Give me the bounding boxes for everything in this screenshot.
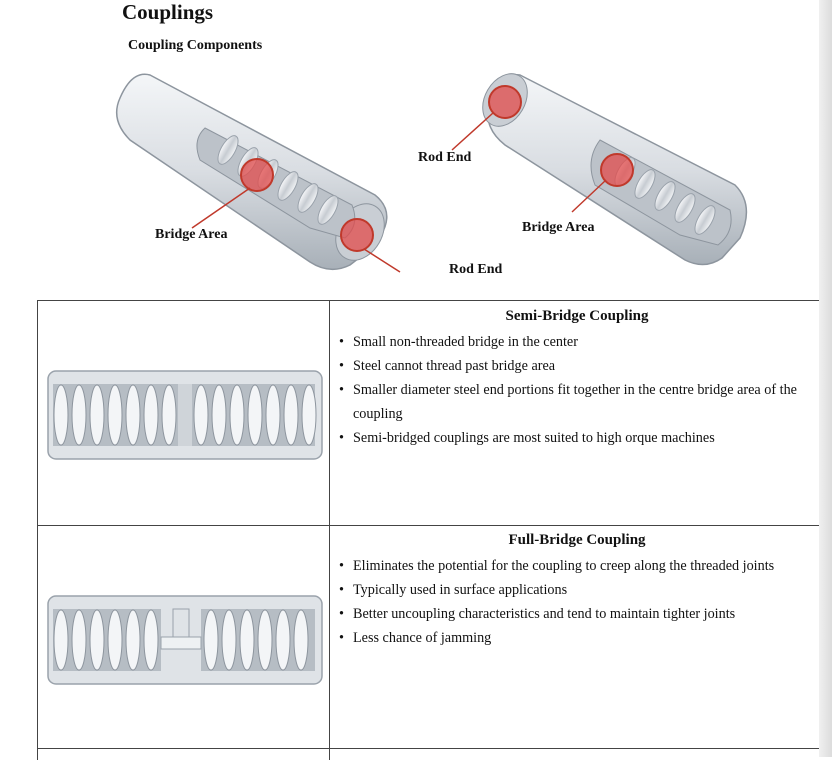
callout-bridge-area: Bridge Area [522, 220, 595, 235]
list-item: Semi-bridged couplings are most suited t… [337, 426, 812, 450]
callout-rod-end: Rod End [449, 262, 503, 277]
right-coupling [451, 73, 748, 266]
page-edge [819, 0, 832, 757]
list-item: Eliminates the potential for the couplin… [337, 554, 819, 578]
callout-bridge-area: Bridge Area [155, 227, 228, 242]
rod-end-marker [340, 218, 374, 252]
list-item: Less chance of jamming [337, 626, 819, 650]
section-subtitle: Coupling Components [128, 38, 263, 53]
semi-bridge-title: Semi-Bridge Coupling [505, 308, 649, 324]
coupling-components-illustration [115, 73, 748, 273]
rod-end-marker [488, 85, 522, 119]
full-bridge-coupling-image [47, 595, 323, 685]
full-bridge-bullets: Eliminates the potential for the couplin… [337, 554, 819, 650]
list-item: Typically used in surface applications [337, 578, 819, 602]
list-item: Better uncoupling characteristics and te… [337, 602, 819, 626]
bridge-area-marker [600, 153, 634, 187]
list-item: Smaller diameter steel end portions fit … [337, 378, 812, 426]
bridge-area-marker [240, 158, 274, 192]
left-coupling [115, 73, 401, 273]
callout-rod-end: Rod End [418, 150, 472, 165]
page-title: Couplings [122, 0, 214, 24]
full-bridge-title: Full-Bridge Coupling [508, 532, 646, 548]
coupling-types-table: Semi-Bridge Coupling Small non-threaded … [37, 300, 824, 760]
semi-bridge-bullets: Small non-threaded bridge in the center … [337, 330, 812, 450]
list-item: Small non-threaded bridge in the center [337, 330, 812, 354]
semi-bridge-coupling-image [47, 370, 323, 460]
list-item: Steel cannot thread past bridge area [337, 354, 812, 378]
